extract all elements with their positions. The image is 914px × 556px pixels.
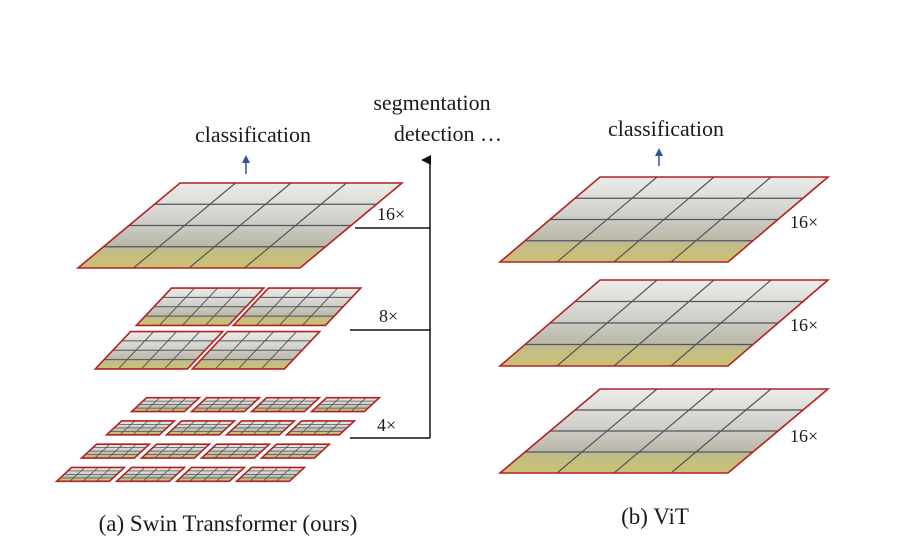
swin-caption: (a) Swin Transformer (ours) [99,511,358,536]
patch-border [497,176,831,263]
vit-layer-2-label: 16× [790,315,818,335]
patch-border [199,443,272,459]
patch-border [54,466,127,483]
patch-border [249,396,322,413]
grid-line [240,443,257,459]
swin-stage-4x: 4× [54,396,430,483]
patch-border [164,420,237,436]
grid-line [164,331,201,370]
grid-line [325,420,342,436]
segmentation-label: segmentation [373,90,490,115]
vit-layer-2 [497,279,831,367]
vit-classification-arrow [655,148,663,166]
patch-border [139,443,212,459]
grid-line [205,287,242,326]
patch-border [224,420,297,436]
grid-line [170,397,187,412]
grid-line [670,279,772,367]
patch-border [309,396,382,413]
grid-line [95,467,112,482]
patch-border [234,466,307,483]
patch-border [174,466,247,483]
grid-line [261,331,298,370]
patch-border [129,396,202,413]
vit-caption: (b) ViT [621,504,689,529]
vit-layer-1-label: 16× [790,212,818,232]
grid-line [155,467,172,482]
grid-line [244,182,347,269]
stage-16x-label: 16× [377,204,405,224]
patch-border [134,287,266,327]
stage-8x-label: 8× [379,306,398,326]
grid-line [290,397,307,412]
swin-classification-label: classification [195,122,311,147]
grid-line [300,443,317,459]
stage-4x-label: 4× [377,415,396,435]
vit-layer-3 [497,388,831,474]
grid-line [180,443,197,459]
grid-line [265,420,282,436]
grid-line [230,397,247,412]
patch-border [75,182,405,269]
grid-line [120,443,137,459]
swin-transformer-panel: 16× 8× 4× classification segmentation de… [54,90,502,536]
patch-border [231,287,363,327]
grid-line [215,467,232,482]
grid-line [145,420,162,436]
grid-line [670,388,772,474]
patch-border [114,466,187,483]
grid-line [350,397,367,412]
patch-border [284,420,357,436]
vit-layer-3-label: 16× [790,426,818,446]
patch-border [497,388,831,474]
patch-layer [93,287,363,370]
patch-border [93,330,225,370]
swin-stage-16x: 16× [75,182,430,269]
grid-line [275,467,292,482]
swin-classification-arrow [242,155,250,174]
vit-classification-label: classification [608,116,724,141]
vit-layer-1 [497,176,831,263]
patch-border [259,443,332,459]
patch-border [189,396,262,413]
grid-line [302,287,339,326]
grid-line [205,420,222,436]
patch-layer [75,182,405,269]
patch-border [190,330,322,370]
patch-layer [54,396,382,483]
patch-border [104,420,177,436]
patch-border [497,279,831,367]
grid-line [670,176,772,263]
detection-label: detection … [394,121,502,146]
swin-stage-8x: 8× [93,287,430,370]
vit-panel: 16× 16× 16× classification (b) ViT [497,116,831,529]
patch-border [79,443,152,459]
